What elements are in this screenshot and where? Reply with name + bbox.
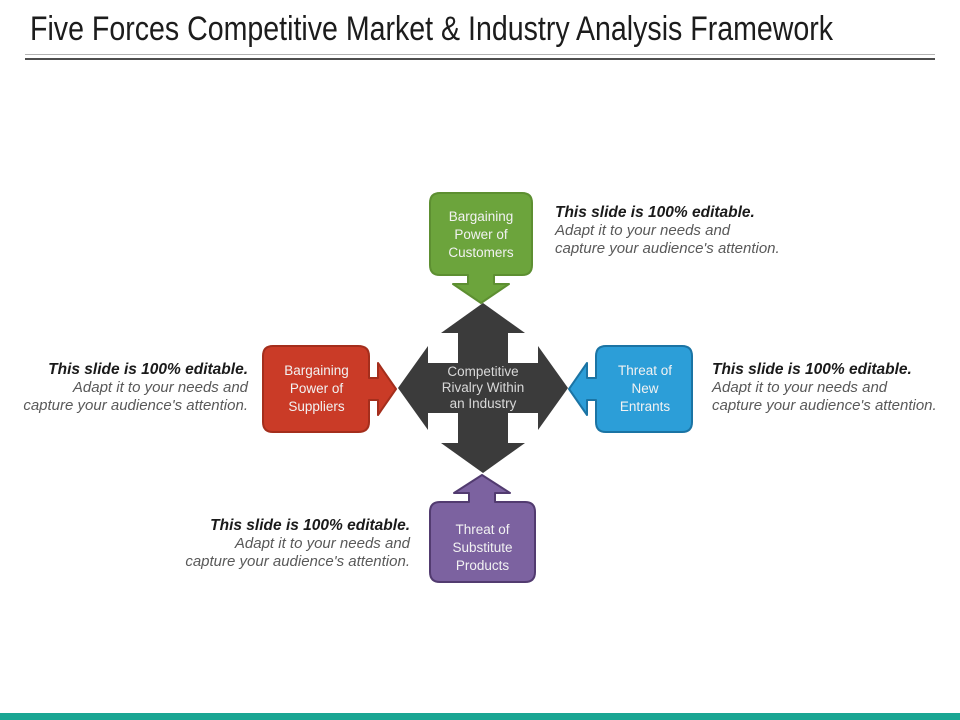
force-suppliers-callout	[262, 345, 397, 433]
editable-note-top-right: This slide is 100% editable. Adapt it to…	[555, 204, 780, 257]
quad-arrow-shape	[398, 303, 568, 473]
editable-note-bottom-left: This slide is 100% editable. Adapt it to…	[185, 517, 410, 570]
editable-note-left: This slide is 100% editable. Adapt it to…	[23, 361, 248, 414]
force-suppliers-shape	[262, 345, 397, 433]
force-substitutes-shape	[429, 474, 536, 583]
force-new-entrants-shape	[568, 345, 693, 433]
force-new-entrants-callout	[568, 345, 693, 433]
force-customers-shape	[429, 192, 533, 304]
force-customers-callout	[429, 192, 533, 304]
bottom-accent-bar	[0, 713, 960, 720]
force-substitutes-callout	[429, 474, 536, 583]
slide-title: Five Forces Competitive Market & Industr…	[30, 10, 834, 48]
editable-note-right: This slide is 100% editable. Adapt it to…	[712, 361, 937, 414]
quad-arrow-polygon	[398, 303, 568, 473]
title-divider	[25, 54, 935, 60]
